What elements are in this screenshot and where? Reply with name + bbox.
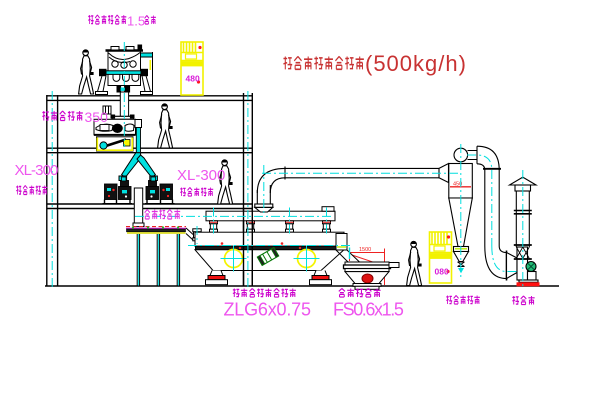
svg-text:XL-300: XL-300 bbox=[15, 162, 59, 179]
svg-text:XL-300: XL-300 bbox=[177, 167, 225, 184]
svg-text:FS0.6x1.5: FS0.6x1.5 bbox=[333, 300, 404, 320]
svg-text:1500: 1500 bbox=[359, 247, 371, 253]
svg-text:350: 350 bbox=[85, 109, 109, 125]
svg-text:(500kg/h): (500kg/h) bbox=[365, 51, 467, 76]
svg-text:080: 080 bbox=[435, 267, 449, 277]
svg-text:450: 450 bbox=[453, 182, 462, 188]
svg-text:1.5: 1.5 bbox=[127, 14, 145, 29]
svg-text:ZLG6x0.75: ZLG6x0.75 bbox=[224, 300, 311, 320]
svg-text:480: 480 bbox=[186, 74, 200, 84]
